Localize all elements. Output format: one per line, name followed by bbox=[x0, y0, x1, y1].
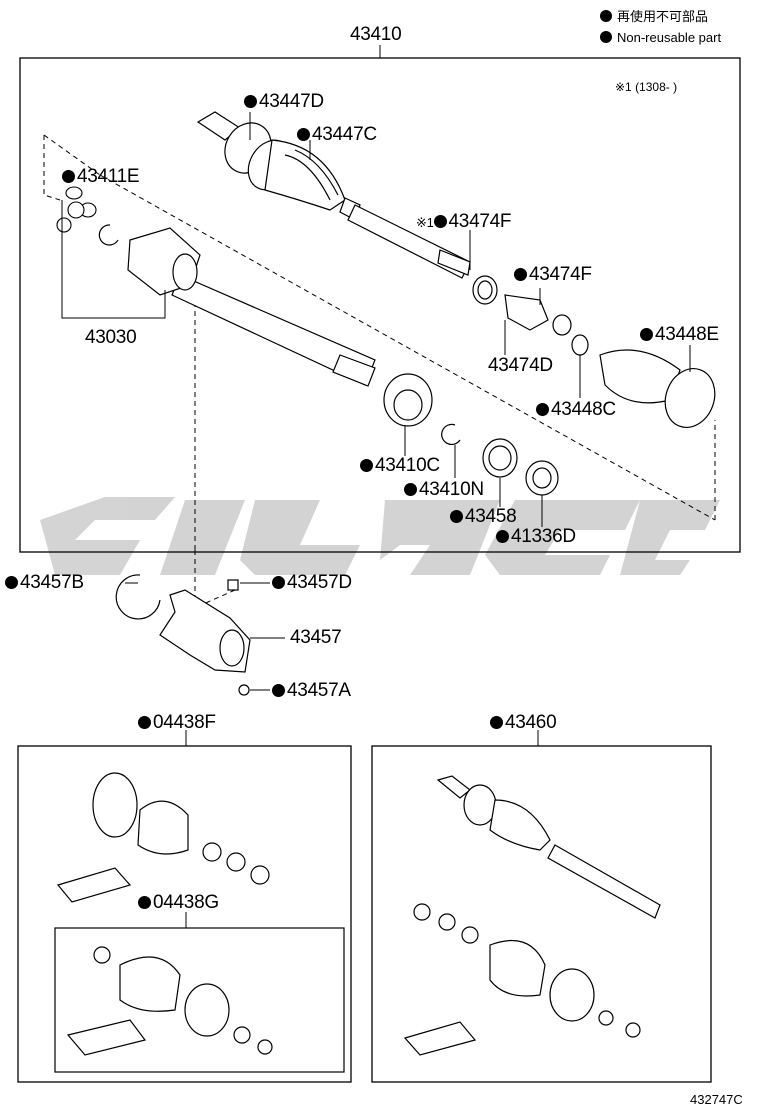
snap-ring-small bbox=[98, 224, 119, 246]
kit-frame-04438F bbox=[17, 745, 352, 1083]
leader-lines bbox=[61, 112, 691, 691]
part-label-43447D[interactable]: 43447D bbox=[244, 92, 324, 112]
part-label-43474D[interactable]: 43474D bbox=[488, 355, 553, 376]
part-label-43410N[interactable]: 43410N bbox=[404, 480, 484, 500]
kit-frame-04438G bbox=[54, 927, 345, 1073]
part-label-43448E[interactable]: 43448E bbox=[640, 325, 719, 345]
tripod bbox=[56, 186, 97, 233]
non-reusable-dot-icon bbox=[600, 31, 612, 43]
part-label-43457B[interactable]: 43457B bbox=[5, 573, 84, 593]
diagram-code: 432747C bbox=[690, 1092, 743, 1107]
non-reusable-dot-icon bbox=[138, 896, 151, 909]
kit-frame-43460 bbox=[371, 745, 712, 1083]
part-label-43411E[interactable]: 43411E bbox=[62, 167, 140, 187]
part-label-43410[interactable]: 43410 bbox=[350, 24, 402, 45]
non-reusable-dot-icon bbox=[514, 268, 527, 281]
non-reusable-dot-icon bbox=[433, 215, 447, 228]
kit-04438F-parts bbox=[56, 772, 270, 903]
non-reusable-dot-icon bbox=[490, 716, 503, 729]
part-label-43447C[interactable]: 43447C bbox=[297, 125, 377, 145]
legend-line-en: Non-reusable part bbox=[600, 29, 721, 47]
non-reusable-dot-icon bbox=[138, 716, 151, 729]
part-label-43410C[interactable]: 43410C bbox=[360, 456, 440, 476]
non-reusable-dot-icon bbox=[5, 576, 18, 589]
legend-text-jp: 再使用不可部品 bbox=[617, 9, 709, 24]
non-reusable-dot-icon bbox=[272, 576, 285, 589]
part-label-41336D[interactable]: 41336D bbox=[496, 527, 576, 547]
part-label-43448C[interactable]: 43448C bbox=[536, 400, 616, 420]
drive-shaft bbox=[171, 274, 376, 387]
non-reusable-dot-icon bbox=[600, 10, 612, 22]
legend-line-jp: 再使用不可部品 bbox=[600, 8, 708, 26]
inner-boot bbox=[599, 349, 716, 428]
non-reusable-dot-icon bbox=[62, 170, 75, 183]
dashed-guides bbox=[43, 134, 716, 611]
non-reusable-dot-icon bbox=[640, 328, 653, 341]
part-label-04438F[interactable]: 04438F bbox=[138, 713, 216, 733]
bracket-assembly bbox=[115, 574, 251, 696]
bearing-seals bbox=[383, 373, 559, 496]
non-reusable-dot-icon bbox=[496, 530, 509, 543]
non-reusable-dot-icon bbox=[297, 128, 310, 141]
part-label-43458[interactable]: 43458 bbox=[450, 507, 517, 527]
non-reusable-dot-icon bbox=[360, 459, 373, 472]
part-label-43457[interactable]: 43457 bbox=[290, 627, 342, 648]
non-reusable-dot-icon bbox=[244, 95, 257, 108]
watermark bbox=[40, 497, 720, 575]
main-frame bbox=[19, 57, 741, 553]
inboard-joint bbox=[127, 227, 201, 296]
part-label-04438G[interactable]: 04438G bbox=[138, 893, 219, 913]
outer-cv-assembly bbox=[196, 111, 471, 279]
non-reusable-dot-icon bbox=[272, 684, 285, 697]
non-reusable-dot-icon bbox=[536, 403, 549, 416]
kit-04438G-parts bbox=[66, 946, 273, 1056]
applicability-note: ※1 (1308- ) bbox=[615, 80, 678, 94]
part-label-43457D[interactable]: 43457D bbox=[272, 573, 352, 593]
kit-43460-parts bbox=[403, 775, 661, 1056]
non-reusable-dot-icon bbox=[404, 483, 417, 496]
non-reusable-dot-icon bbox=[450, 510, 463, 523]
part-label-43474F-b[interactable]: 43474F bbox=[514, 265, 592, 285]
part-label-43457A[interactable]: 43457A bbox=[272, 681, 351, 701]
legend-text-en: Non-reusable part bbox=[617, 30, 722, 45]
part-label-43460[interactable]: 43460 bbox=[490, 713, 557, 733]
damper-parts bbox=[472, 275, 589, 356]
part-label-43030[interactable]: 43030 bbox=[85, 327, 137, 348]
